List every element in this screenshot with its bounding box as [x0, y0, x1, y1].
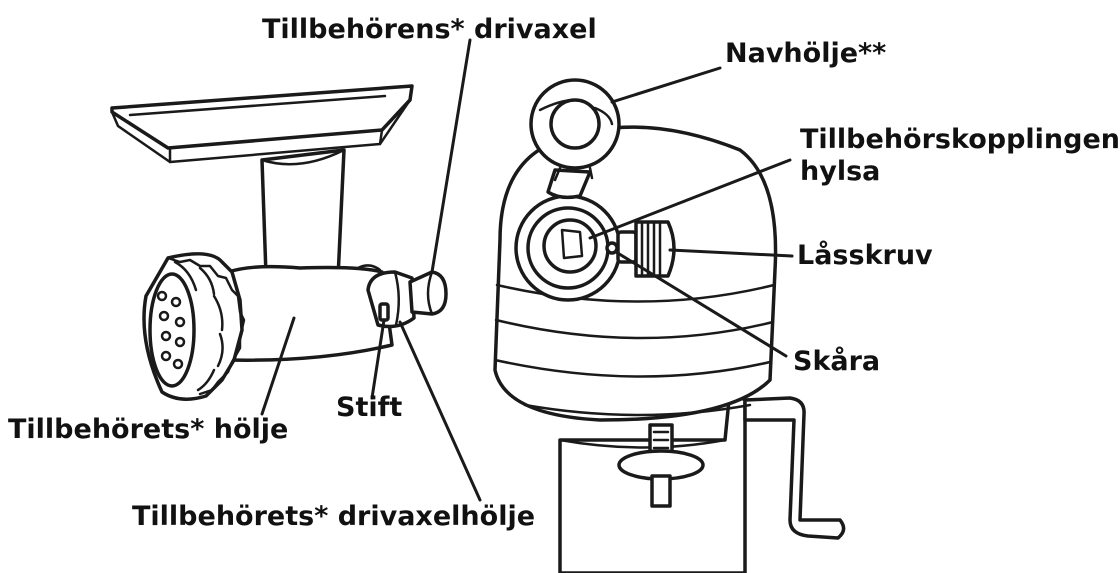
mixer-head-illustration: [493, 78, 846, 573]
leader-lines: [260, 38, 794, 502]
label-pin: Stift: [336, 392, 402, 423]
bowl-lift-lever: [743, 396, 846, 540]
drive-shaft-tip: [408, 270, 448, 316]
leader-drive-shaft: [430, 38, 472, 274]
leader-notch: [614, 250, 788, 358]
callout-labels: Tillbehörens* drivaxel Navhölje** Tillbe…: [8, 14, 1120, 532]
label-locking-knob: Låsskruv: [797, 239, 933, 271]
leader-attachment-housing: [260, 316, 296, 416]
attachment-hub-socket: [514, 194, 622, 302]
grinder-attachment-illustration: [110, 84, 448, 401]
label-drive-shaft-housing: Tillbehörets* drivaxelhölje: [132, 501, 535, 532]
label-attachment-housing: Tillbehörets* hölje: [8, 414, 288, 445]
leader-locking-knob: [668, 248, 794, 258]
grinder-body-housing: [208, 264, 394, 362]
feed-tube: [260, 148, 346, 286]
leader-hub-cover: [610, 66, 722, 104]
stift-pin: [378, 302, 390, 322]
grinding-plate: [148, 272, 196, 388]
label-attachment-drive-shaft: Tillbehörens* drivaxel: [262, 14, 597, 45]
leader-pin: [370, 318, 386, 400]
label-notch: Skåra: [793, 345, 880, 377]
label-coupling-socket-line2: hylsa: [800, 156, 880, 187]
leader-drive-shaft-housing: [398, 320, 482, 502]
label-coupling-socket-line1: Tillbehörskopplingens: [800, 124, 1120, 155]
leader-coupling-socket: [588, 158, 792, 240]
label-hub-cover: Navhölje**: [725, 38, 886, 69]
hub-cover-cap: [529, 78, 621, 200]
beater-shaft: [617, 423, 705, 508]
hopper-tray: [110, 84, 414, 164]
drive-shaft-collar: [366, 270, 416, 329]
